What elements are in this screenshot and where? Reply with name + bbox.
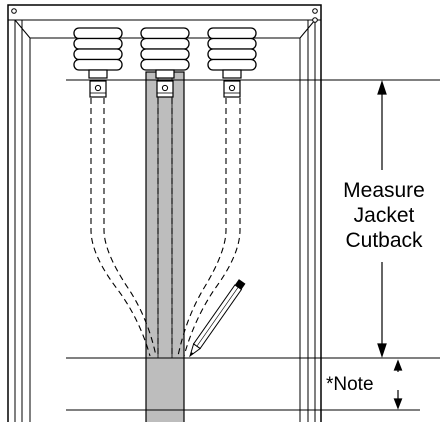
lug-hole bbox=[94, 84, 102, 92]
hole-right-bottom-icon bbox=[312, 17, 318, 23]
cable-left-inner bbox=[103, 98, 157, 357]
hole-right-top-icon bbox=[312, 8, 318, 14]
bushing-rib bbox=[140, 37, 190, 50]
measure-label-line-3: Cutback bbox=[345, 229, 423, 252]
hole-left-icon bbox=[11, 8, 17, 14]
bushing-stem bbox=[88, 69, 108, 79]
mounting-holes bbox=[11, 8, 318, 23]
pencil-lead bbox=[190, 351, 194, 356]
dimension-arrow-icon bbox=[377, 80, 403, 410]
cable-left-outer bbox=[90, 98, 151, 357]
lug-hole bbox=[228, 84, 236, 92]
terminal-lug-icon bbox=[89, 80, 107, 98]
bushing-rib bbox=[73, 27, 123, 40]
measure-label-line-2: Jacket bbox=[354, 204, 415, 227]
measure-arrowhead-top bbox=[377, 80, 387, 95]
bushing-icon bbox=[207, 27, 257, 79]
dashed-cables bbox=[90, 98, 241, 357]
bushing-rib bbox=[73, 58, 123, 71]
terminal-lug-icon bbox=[223, 80, 241, 98]
cable-right-inner bbox=[177, 98, 227, 357]
bushing-rib bbox=[207, 37, 257, 50]
pencil-facet bbox=[196, 287, 239, 347]
bushing-rib bbox=[207, 27, 257, 40]
pencil-eraser bbox=[234, 279, 246, 290]
reference-lines bbox=[66, 79, 440, 411]
bushing-rib bbox=[140, 27, 190, 40]
pencil-icon bbox=[189, 279, 246, 358]
bushing-rib bbox=[207, 48, 257, 61]
enclosure-frame bbox=[7, 4, 322, 422]
bushing-rib bbox=[207, 58, 257, 71]
enclosure-outer bbox=[7, 4, 322, 422]
note-arrowhead-top bbox=[393, 359, 403, 371]
bushing-rib bbox=[73, 37, 123, 50]
bushing-stem bbox=[155, 69, 175, 79]
bushing-stem bbox=[222, 69, 242, 79]
note-arrowhead-bottom bbox=[393, 398, 403, 410]
terminal-lug-icon bbox=[156, 80, 174, 98]
measure-label-line-1: Measure bbox=[343, 179, 425, 202]
measure-arrowhead-bottom bbox=[377, 343, 387, 358]
cable-right-outer bbox=[183, 98, 241, 357]
bushing-rib bbox=[73, 48, 123, 61]
bushings bbox=[73, 27, 257, 79]
note-label: *Note bbox=[326, 374, 374, 395]
lug-hole bbox=[161, 84, 169, 92]
bushing-rib bbox=[140, 48, 190, 61]
terminal-lugs bbox=[89, 80, 241, 98]
bushing-icon bbox=[140, 27, 190, 79]
bushing-rib bbox=[140, 58, 190, 71]
center-shaded-bar bbox=[145, 71, 185, 422]
bushing-icon bbox=[73, 27, 123, 79]
